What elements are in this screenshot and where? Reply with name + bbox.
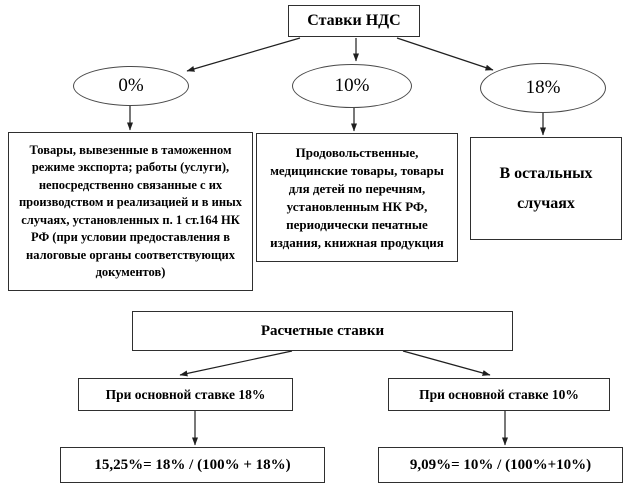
rate-10-case-text: Продовольственные, медицинские товары, т…: [270, 144, 444, 250]
arrow-title-to-18: [396, 37, 494, 71]
rate-0-case-box: Товары, вывезенные в таможенном режиме э…: [8, 132, 253, 291]
vat-rates-title-box: Ставки НДС: [288, 5, 420, 37]
rate-10-label: 10%: [334, 75, 370, 96]
formula-18-text: 15,25%= 18% / (100% + 18%): [94, 456, 291, 473]
formula-18-box: 15,25%= 18% / (100% + 18%): [60, 447, 325, 483]
rate-18-label: 18%: [525, 77, 561, 98]
calculated-rates-title-box: Расчетные ставки: [132, 311, 513, 351]
vat-rates-title: Ставки НДС: [307, 12, 401, 29]
arrow-calc-to-cond10: [402, 350, 491, 376]
condition-10-text: При основной ставке 10%: [419, 386, 579, 402]
rate-18-case-box: В остальных случаях: [470, 137, 622, 240]
arrow-calc-to-cond18: [179, 350, 293, 377]
rate-10-case-box: Продовольственные, медицинские товары, т…: [256, 133, 458, 262]
arrow-title-to-0: [186, 37, 301, 72]
calculated-rates-title: Расчетные ставки: [260, 322, 385, 339]
rate-oval-18: 18%: [480, 63, 606, 113]
condition-18-box: При основной ставке 18%: [78, 378, 293, 411]
condition-18-text: При основной ставке 18%: [105, 386, 266, 402]
rate-18-case-text: В остальных случаях: [499, 164, 593, 212]
rate-0-case-text: Товары, вывезенные в таможенном режиме э…: [18, 142, 243, 280]
rate-oval-10: 10%: [292, 64, 412, 108]
formula-10-text: 9,09%= 10% / (100%+10%): [409, 456, 592, 473]
rate-oval-0: 0%: [73, 66, 189, 106]
condition-10-box: При основной ставке 10%: [388, 378, 610, 411]
formula-10-box: 9,09%= 10% / (100%+10%): [378, 447, 623, 483]
rate-0-label: 0%: [118, 75, 144, 96]
